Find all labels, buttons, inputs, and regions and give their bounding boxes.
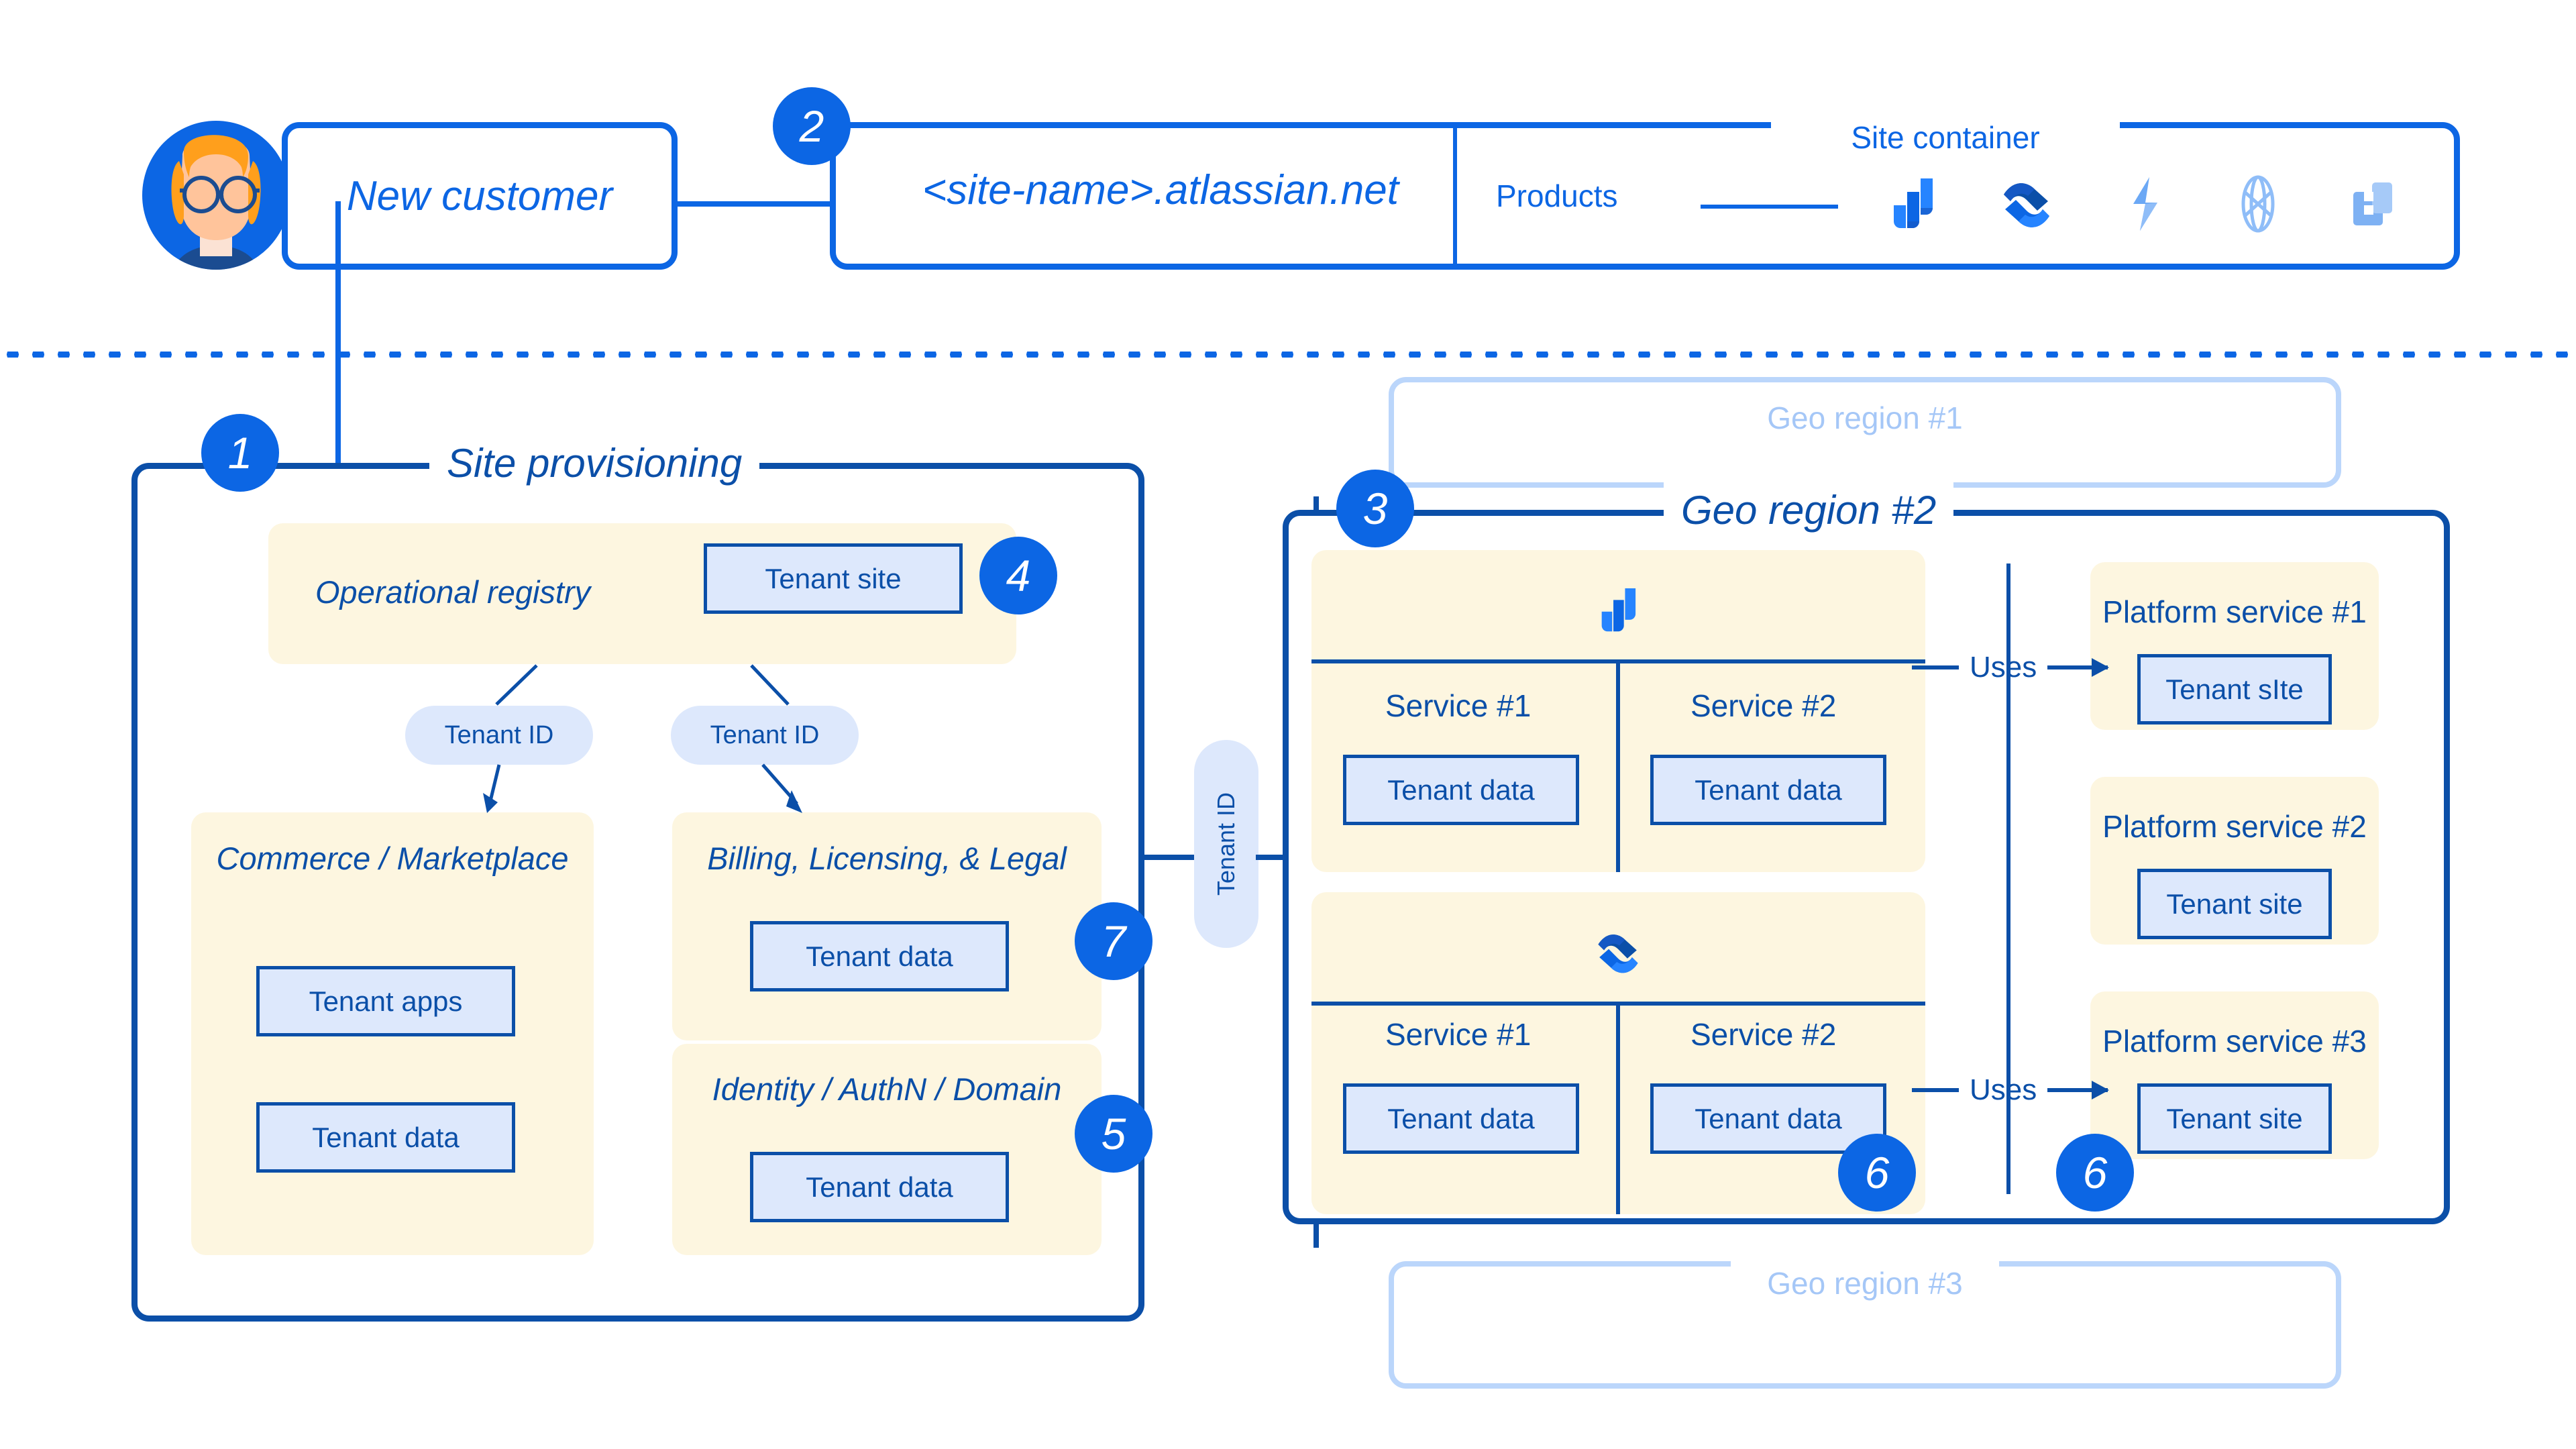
region2-jira-service-1-tenant-data[interactable]: Tenant data [1343, 755, 1579, 825]
uses-line-left [1912, 665, 1959, 669]
site-provisioning-title: Site provisioning [447, 440, 743, 486]
badge-1: 1 [201, 414, 279, 492]
region2-confluence-service-1-tenant-data[interactable]: Tenant data [1343, 1083, 1579, 1154]
environment-divider [0, 352, 2576, 358]
atlas-globe-icon [2227, 173, 2289, 235]
uses-connector-2: Uses [1912, 1073, 2110, 1107]
new-customer-label: New customer [346, 172, 613, 219]
identity-tenant-data-box[interactable]: Tenant data [750, 1152, 1009, 1222]
connector-customer-to-provisioning [335, 201, 341, 463]
billing-tenant-data-box[interactable]: Tenant data [750, 921, 1009, 991]
badge-4: 4 [979, 537, 1057, 614]
site-container-caption-label: Site container [1851, 120, 2040, 155]
region2-jira-service-2-tenant-data[interactable]: Tenant data [1650, 755, 1886, 825]
products-label: Products [1496, 178, 1618, 213]
region2-confluence-service-1-title: Service #1 [1385, 1017, 1532, 1052]
confluence-icon [1591, 926, 1645, 979]
identity-authn-domain-title: Identity / AuthN / Domain [712, 1071, 1062, 1107]
tenant-id-vertical-label: Tenant ID [1212, 792, 1240, 896]
commerce-tenant-data-box[interactable]: Tenant data [256, 1102, 515, 1173]
region2-jira-service-1-title: Service #1 [1385, 688, 1532, 723]
site-name-cell: <site-name>.atlassian.net [865, 122, 1456, 258]
jira-service-management-icon [2113, 173, 2175, 235]
region2-center-vertical-rule [2006, 564, 2010, 1194]
badge-3: 3 [1336, 470, 1414, 547]
uses-connector-1: Uses [1912, 651, 2110, 684]
platform-service-2-tenant-site[interactable]: Tenant site [2137, 869, 2332, 939]
registry-tenant-site-box[interactable]: Tenant site [704, 543, 963, 614]
badge-7: 7 [1075, 902, 1152, 980]
tenant-id-pill-left: Tenant ID [405, 706, 593, 765]
region2-confluence-service-2-title: Service #2 [1690, 1017, 1837, 1052]
region2-jira-vertical-rule [1616, 659, 1620, 872]
site-container-box[interactable] [830, 122, 2460, 270]
operational-registry-title: Operational registry [315, 574, 591, 610]
region2-confluence-vertical-rule [1616, 1002, 1620, 1214]
site-name-label: <site-name>.atlassian.net [922, 166, 1399, 213]
jira-icon [1882, 173, 1943, 235]
geo-region-3-caption: Geo region #3 [1731, 1261, 1999, 1305]
jira-icon [1591, 584, 1645, 637]
badge-2: 2 [773, 87, 851, 165]
uses-arrow-right [2047, 1081, 2110, 1099]
uses-arrow-right [2047, 658, 2110, 677]
platform-service-2-title: Platform service #2 [2102, 809, 2367, 844]
site-provisioning-caption: Site provisioning [429, 435, 760, 491]
region2-confluence-service-2-tenant-data[interactable]: Tenant data [1650, 1083, 1886, 1154]
connector-customer-to-site [678, 201, 832, 207]
connector-provisioning-to-tenantid [1144, 855, 1198, 860]
badge-6-left: 6 [1838, 1134, 1916, 1212]
region2-jira-service-2-title: Service #2 [1690, 688, 1837, 723]
badge-5: 5 [1075, 1095, 1152, 1173]
site-box-divider [1453, 127, 1457, 264]
site-container-caption: Site container [1771, 114, 2120, 161]
platform-service-1-title: Platform service #1 [2102, 594, 2367, 629]
commerce-tenant-apps-box[interactable]: Tenant apps [256, 966, 515, 1036]
uses-label-1: Uses [1970, 651, 2037, 684]
geo-region-1-caption: Geo region #1 [1731, 396, 1999, 440]
customer-avatar [142, 121, 290, 270]
commerce-marketplace-title: Commerce / Marketplace [216, 841, 569, 876]
bitbucket-icon [2341, 173, 2403, 235]
badge-6-right: 6 [2056, 1134, 2134, 1212]
platform-service-3-title: Platform service #3 [2102, 1024, 2367, 1059]
confluence-icon [1996, 173, 2057, 235]
geo-region-2-caption: Geo region #2 [1664, 482, 1954, 538]
uses-line-left [1912, 1088, 1959, 1092]
platform-service-3-tenant-site[interactable]: Tenant site [2137, 1083, 2332, 1154]
billing-licensing-legal-title: Billing, Licensing, & Legal [707, 841, 1067, 876]
tenant-id-pill-right: Tenant ID [671, 706, 859, 765]
uses-label-2: Uses [1970, 1073, 2037, 1106]
tenant-id-vertical-pill [1194, 740, 1258, 948]
products-rule [1701, 205, 1838, 209]
platform-service-1-tenant-site[interactable]: Tenant sIte [2137, 654, 2332, 724]
new-customer-box[interactable]: New customer [282, 122, 678, 270]
